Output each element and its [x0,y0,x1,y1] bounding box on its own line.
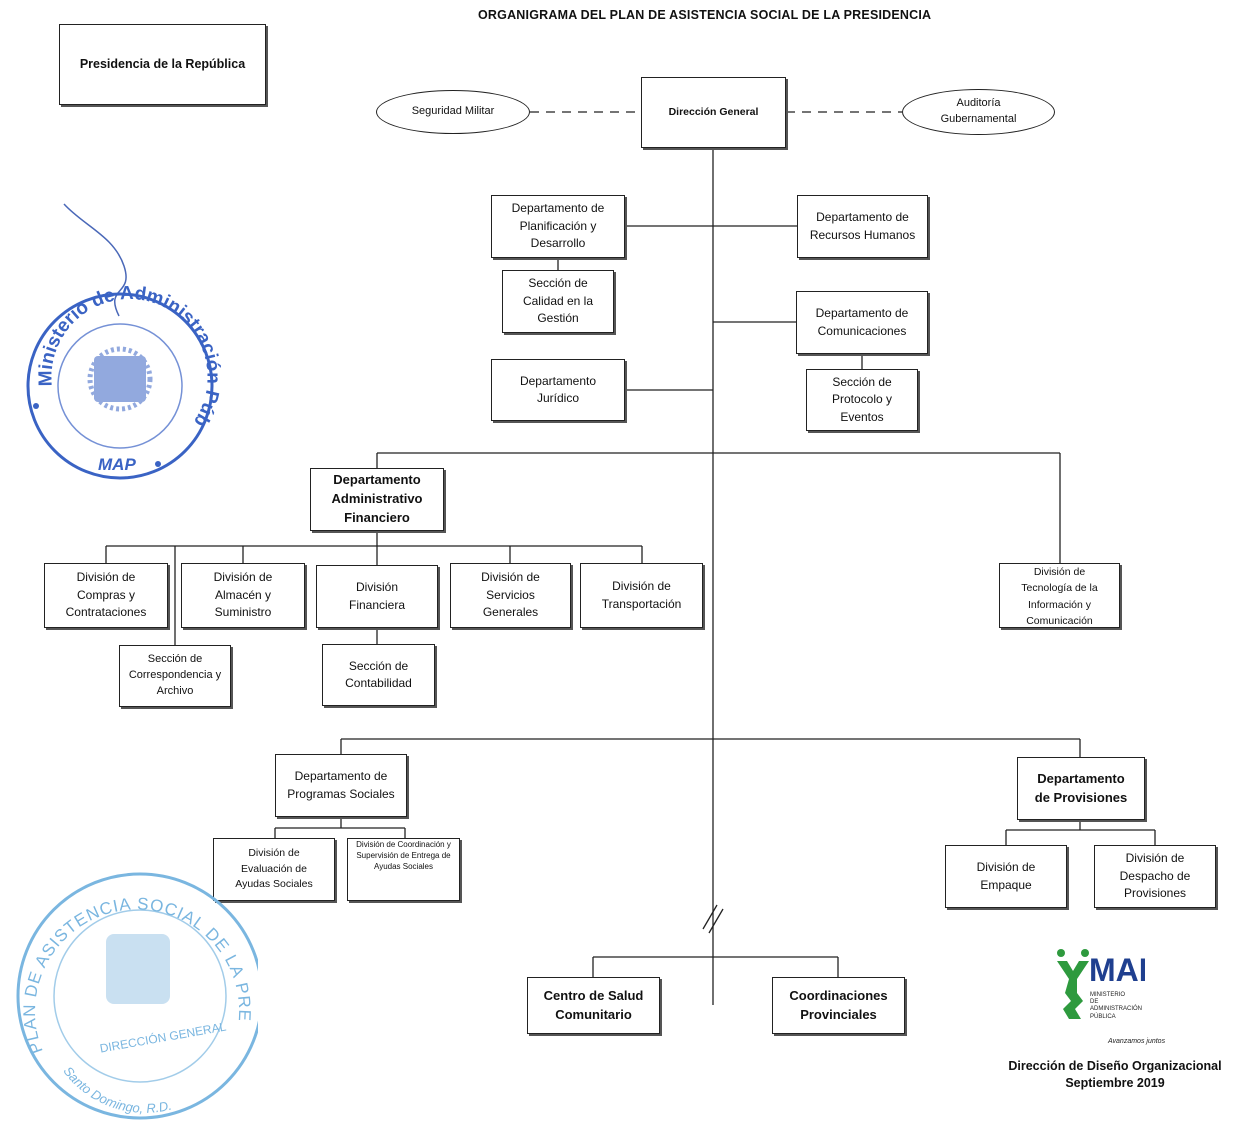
centro-salud-box: Centro de Salud Comunitario [527,977,660,1034]
provisiones-box: Departamento de Provisiones [1017,757,1145,820]
direccion-general-box: Dirección General [641,77,786,148]
plan-seal-bottom: Santo Domingo, R.D. [61,1064,174,1116]
page-title: ORGANIGRAMA DEL PLAN DE ASISTENCIA SOCIA… [478,8,932,22]
presidencia-box: Presidencia de la República [59,24,266,105]
despacho-box: División de Despacho de Provisiones [1094,845,1216,908]
almacen-box: División de Almacén y Suministro [181,563,305,628]
coordinacion-box: División de Coordinación y Supervisión d… [347,838,460,901]
comunicaciones-box: Departamento de Comunicaciones [796,291,928,354]
footer-line2: Septiembre 2019 [1065,1075,1165,1090]
plan-asistencia-seal: PLAN DE ASISTENCIA SOCIAL DE LA PRESIDEN… [8,856,258,1120]
map-logo-signature: Avanzamos juntos [1108,1038,1166,1045]
juridico-box: Departamento Jurídico [491,359,625,421]
contabilidad-box: Sección de Contabilidad [322,644,435,706]
compras-box: División de Compras y Contrataciones [44,563,168,628]
protocolo-box: Sección de Protocolo y Eventos [806,369,918,431]
correspondencia-box: Sección de Correspondencia y Archivo [119,645,231,707]
evaluacion-box: División de Evaluación de Ayudas Sociale… [213,838,335,901]
programas-sociales-box: Departamento de Programas Sociales [275,754,407,817]
footer-line1: Dirección de Diseño Organizacional [1008,1059,1222,1073]
map-logo-caption: MINISTERIO DE ADMINISTRACIÓN PÚBLICA [1090,992,1143,1020]
break-mark-2 [708,908,724,934]
map-logo: MAP [1057,949,1145,1019]
empaque-box: División de Empaque [945,845,1067,908]
plan-seal-center: DIRECCIÓN GENERAL [98,1018,227,1055]
svg-text:Santo Domingo, R.D.: Santo Domingo, R.D. [61,1064,174,1116]
seguridad-militar-ellipse: Seguridad Militar [376,90,530,134]
rrhh-box: Departamento de Recursos Humanos [797,195,928,258]
planificacion-box: Departamento de Planificación y Desarrol… [491,195,625,258]
financiera-box: División Financiera [316,565,438,628]
tecnologia-box: División de Tecnología de la Información… [999,563,1120,628]
admin-financiero-box: Departamento Administrativo Financiero [310,468,444,531]
transportacion-box: División de Transportación [580,563,703,628]
map-seal: Ministerio de Administración Pública MAP [24,196,224,480]
footer-block: Dirección de Diseño Organizacional Septi… [990,1058,1240,1092]
coordinaciones-provinciales-box: Coordinaciones Provinciales [772,977,905,1034]
break-mark-1 [702,904,718,930]
servicios-box: División de Servicios Generales [450,563,571,628]
calidad-box: Sección de Calidad en la Gestión [502,270,614,333]
map-logo-wordmark: MAP [1089,952,1145,988]
map-seal-bottom: MAP [98,455,136,474]
auditoria-gubernamental-ellipse: Auditoría Gubernamental [902,89,1055,135]
